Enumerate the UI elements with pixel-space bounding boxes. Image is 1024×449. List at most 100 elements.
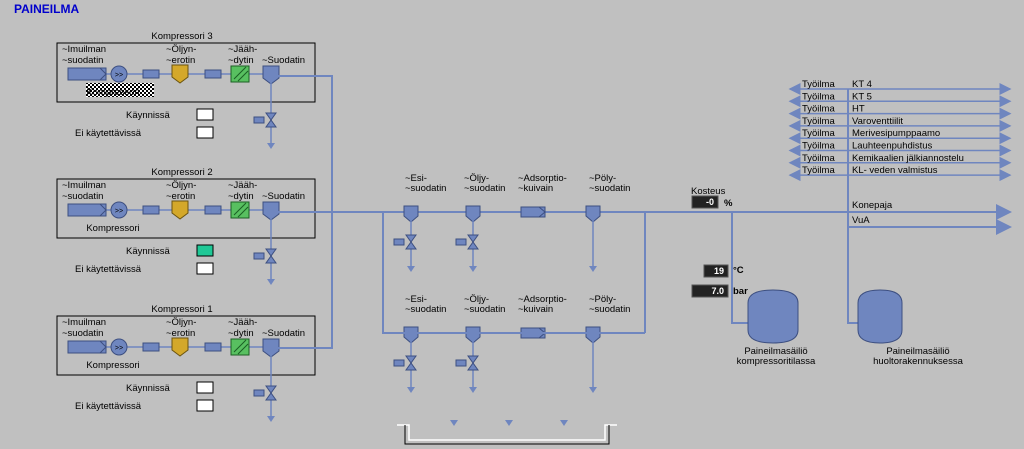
dust-filter[interactable]: [585, 205, 601, 223]
compressor-component-label: ~dytin: [228, 191, 254, 202]
consumer-line[interactable]: Työilma Kemikaalien jälkiannostelu: [788, 153, 1012, 169]
compressor-component-label: ~Imuilman: [62, 180, 106, 191]
connector-box: [204, 69, 222, 79]
svg-text:>>: >>: [115, 345, 123, 352]
compressor-title: Kompressori 2: [151, 167, 212, 178]
compressor-component-label: ~suodatin: [62, 55, 103, 66]
consumer-target: Kemikaalien jälkiannostelu: [852, 153, 964, 164]
compressor-unit-label: Kompressori: [86, 360, 139, 371]
compressor-component-label: ~Öljyn-: [166, 180, 196, 191]
compressor-component-label: ~Suodatin: [262, 191, 305, 202]
humidity-value: -0: [706, 197, 714, 207]
treatment-label-esi: ~Esi-: [405, 294, 427, 305]
consumer-type: Työilma: [802, 153, 835, 164]
unavailable-indicator: [196, 126, 214, 139]
compressor-component-label: ~dytin: [228, 328, 254, 339]
drain-valve[interactable]: [265, 385, 277, 401]
tank2-pipe: [847, 212, 858, 324]
consumer-target: HT: [852, 104, 865, 115]
pre-filter[interactable]: [403, 205, 419, 223]
outlet-filter[interactable]: [262, 201, 280, 221]
intake-filter[interactable]: [67, 67, 107, 81]
pre-filter[interactable]: [403, 326, 419, 344]
compressor-component-label: ~erotin: [166, 55, 195, 66]
temperature-unit: °C: [733, 265, 744, 276]
drain-valve[interactable]: [265, 112, 277, 128]
compressor-component-label: ~erotin: [166, 328, 195, 339]
compressor-component-label: ~Suodatin: [262, 328, 305, 339]
compressor-unit[interactable]: [110, 338, 128, 356]
running-label: Käynnissä: [126, 246, 171, 257]
drain-valve[interactable]: [405, 355, 417, 371]
compressor-component-label: ~Jääh-: [228, 44, 257, 55]
compressor-title: Kompressori 3: [151, 31, 212, 42]
unavailable-label: Ei käytettävissä: [75, 128, 142, 139]
treatment-label-poly: ~Pöly-: [589, 294, 616, 305]
unavailable-label: Ei käytettävissä: [75, 264, 142, 275]
treatment-label-poly: ~suodatin: [589, 183, 630, 194]
compressor-unit-label: Kompressori: [86, 223, 139, 234]
lower-train-pipe: [382, 212, 645, 334]
connector-box: [142, 69, 160, 79]
compressor-component-label: ~Jääh-: [228, 317, 257, 328]
valve-actuator: [393, 238, 405, 246]
treatment-label-olj: ~suodatin: [464, 304, 505, 315]
valve-actuator: [253, 389, 265, 397]
compressor-component-label: ~dytin: [228, 55, 254, 66]
compressor-component-label: ~Imuilman: [62, 44, 106, 55]
consumer-target: KT 5: [852, 91, 872, 102]
tank1-label-line1: Paineilmasäiliö: [744, 346, 807, 357]
drain-valve[interactable]: [405, 234, 417, 250]
treatment-label-olj: ~suodatin: [464, 183, 505, 194]
tank2-label-line2: huoltorakennuksessa: [873, 356, 963, 367]
drain-valve[interactable]: [467, 234, 479, 250]
treatment-label-ads: ~kuivain: [518, 183, 553, 194]
consumer-type: Työilma: [802, 165, 835, 176]
dust-filter[interactable]: [585, 326, 601, 344]
compressor-component-label: ~erotin: [166, 191, 195, 202]
intake-filter[interactable]: [67, 203, 107, 217]
valve-actuator: [455, 238, 467, 246]
intake-filter[interactable]: [67, 340, 107, 354]
pressure-tank-2[interactable]: [857, 289, 903, 344]
running-indicator: [196, 244, 214, 257]
unavailable-indicator: [196, 399, 214, 412]
valve-actuator: [455, 359, 467, 367]
svg-text:>>: >>: [115, 208, 123, 215]
treatment-label-poly: ~suodatin: [589, 304, 630, 315]
unavailable-indicator: [196, 262, 214, 275]
pressure-readout: [691, 284, 729, 298]
oil-separator[interactable]: [171, 64, 189, 84]
tank2-label-line1: Paineilmasäiliö: [886, 346, 949, 357]
oil-separator[interactable]: [171, 337, 189, 357]
pressure-value: 7.0: [711, 286, 724, 296]
output-konepaja-label: Konepaja: [852, 200, 893, 211]
treatment-label-ads: ~Adsorptio-: [518, 294, 567, 305]
consumer-type: Työilma: [802, 128, 835, 139]
treatment-label-esi: ~suodatin: [405, 183, 446, 194]
compressor-unit[interactable]: [110, 201, 128, 219]
unavailable-label: Ei käytettävissä: [75, 401, 142, 412]
oil-filter[interactable]: [465, 326, 481, 344]
consumer-type: Työilma: [802, 116, 835, 127]
compressor-box: [56, 42, 316, 103]
compressor-component-label: ~Imuilman: [62, 317, 106, 328]
oil-separator[interactable]: [171, 200, 189, 220]
humidity-label: Kosteus: [691, 186, 726, 197]
compressor-unit[interactable]: [110, 65, 128, 83]
drain-valve[interactable]: [467, 355, 479, 371]
drain-valve[interactable]: [265, 248, 277, 264]
outlet-filter[interactable]: [262, 338, 280, 358]
pressure-tank-1[interactable]: [747, 289, 799, 344]
outlet-filter[interactable]: [262, 65, 280, 85]
valve-actuator: [393, 359, 405, 367]
compressor-component-label: ~suodatin: [62, 191, 103, 202]
oil-filter[interactable]: [465, 205, 481, 223]
